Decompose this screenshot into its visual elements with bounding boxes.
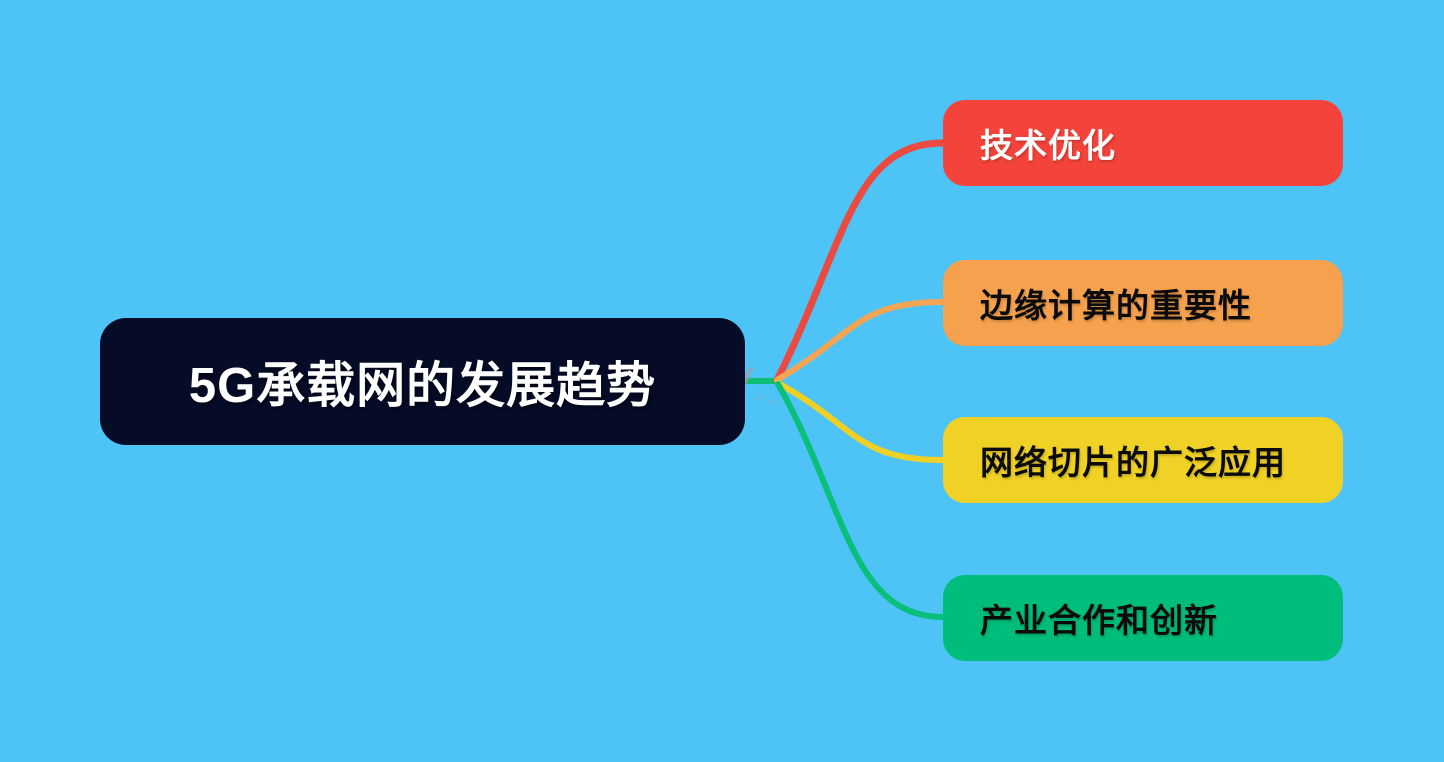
connector-line-branch-3	[775, 380, 946, 463]
branch-node-network-slicing[interactable]: 网络切片的广泛应用	[943, 417, 1343, 503]
connector-line-branch-2	[774, 299, 946, 383]
branch-node-label: 边缘计算的重要性	[980, 287, 1252, 324]
root-node-label: 5G承载网的发展趋势	[188, 359, 657, 413]
branch-node-label: 产业合作和创新	[980, 602, 1218, 639]
branch-node-label: 网络切片的广泛应用	[980, 444, 1286, 481]
root-node[interactable]: 5G承载网的发展趋势	[100, 318, 745, 445]
branch-node-edge-computing[interactable]: 边缘计算的重要性	[943, 260, 1343, 346]
junction-scribble-mark	[755, 395, 777, 404]
branch-node-tech-optimization[interactable]: 技术优化	[943, 100, 1343, 186]
connector-line-branch-1	[773, 139, 947, 384]
branch-node-industry-cooperation[interactable]: 产业合作和创新	[943, 575, 1343, 661]
connector-line-branch-4	[775, 381, 946, 620]
branch-node-label: 技术优化	[980, 127, 1116, 164]
